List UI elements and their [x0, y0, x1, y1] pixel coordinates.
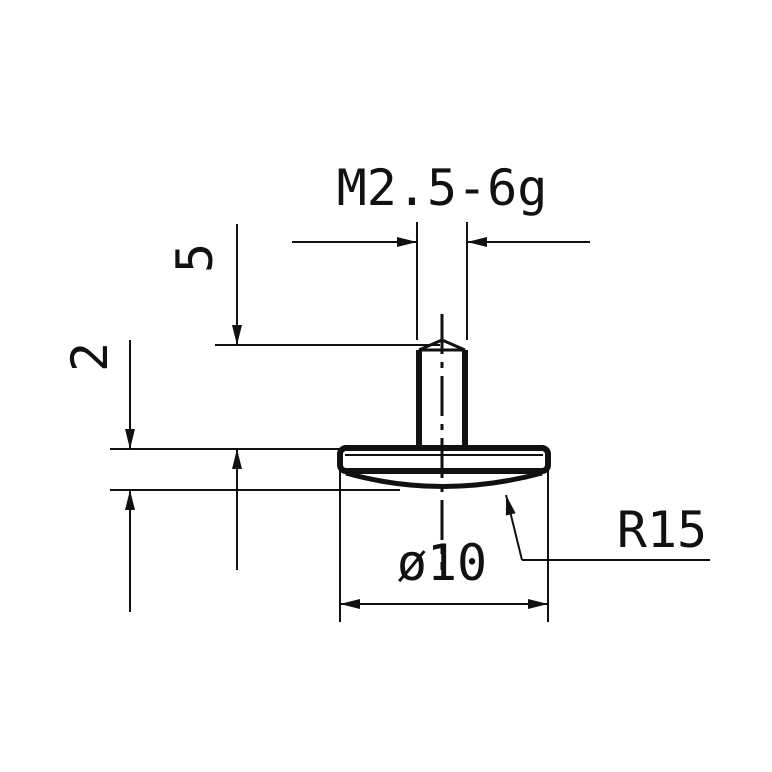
diameter-label: ø10	[397, 534, 487, 592]
pin-length-label: 5	[166, 243, 224, 273]
threaded-pin	[416, 350, 468, 448]
spherical-face	[345, 470, 543, 489]
head-height-label: 2	[61, 342, 119, 372]
pin-chamfer	[418, 338, 466, 352]
dimension-lines	[125, 224, 710, 612]
thread-label: M2.5-6g	[337, 159, 548, 217]
stylus-head	[337, 445, 551, 474]
radius-label: R15	[617, 501, 707, 559]
